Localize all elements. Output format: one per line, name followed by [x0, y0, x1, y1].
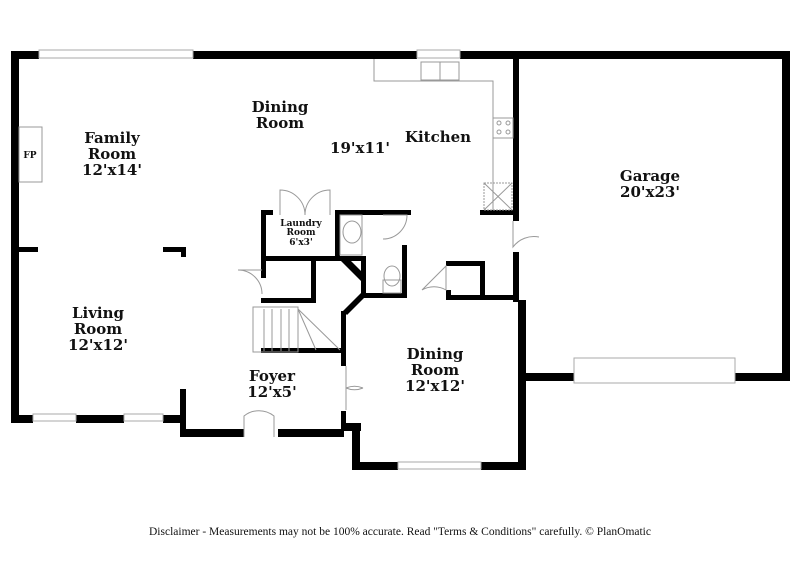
room-label-living: Living Room 12'x12' [68, 304, 128, 354]
room-label-foyer: Foyer 12'x5' [247, 367, 297, 401]
room-label-dining-lower: Dining Room 12'x12' [405, 345, 465, 395]
walls [11, 51, 790, 470]
fireplace-label: FP [23, 151, 37, 161]
room-label-family: Family Room 12'x14' [82, 129, 142, 179]
room-label-kitchen: Kitchen [404, 128, 472, 146]
room-label-laundry: Laundry Room 6'x3' [280, 219, 322, 248]
disclaimer-text: Disclaimer - Measurements may not be 100… [149, 526, 651, 538]
room-label-garage: Garage 20'x23' [619, 167, 681, 201]
room-size-dining-upper: 19'x11' [330, 139, 390, 157]
doors [237, 189, 540, 437]
windows [32, 49, 736, 470]
kitchen-fixtures [373, 59, 514, 211]
stairs [252, 306, 341, 353]
fireplace [18, 126, 43, 183]
room-label-dining-upper: Dining Room [251, 98, 309, 132]
